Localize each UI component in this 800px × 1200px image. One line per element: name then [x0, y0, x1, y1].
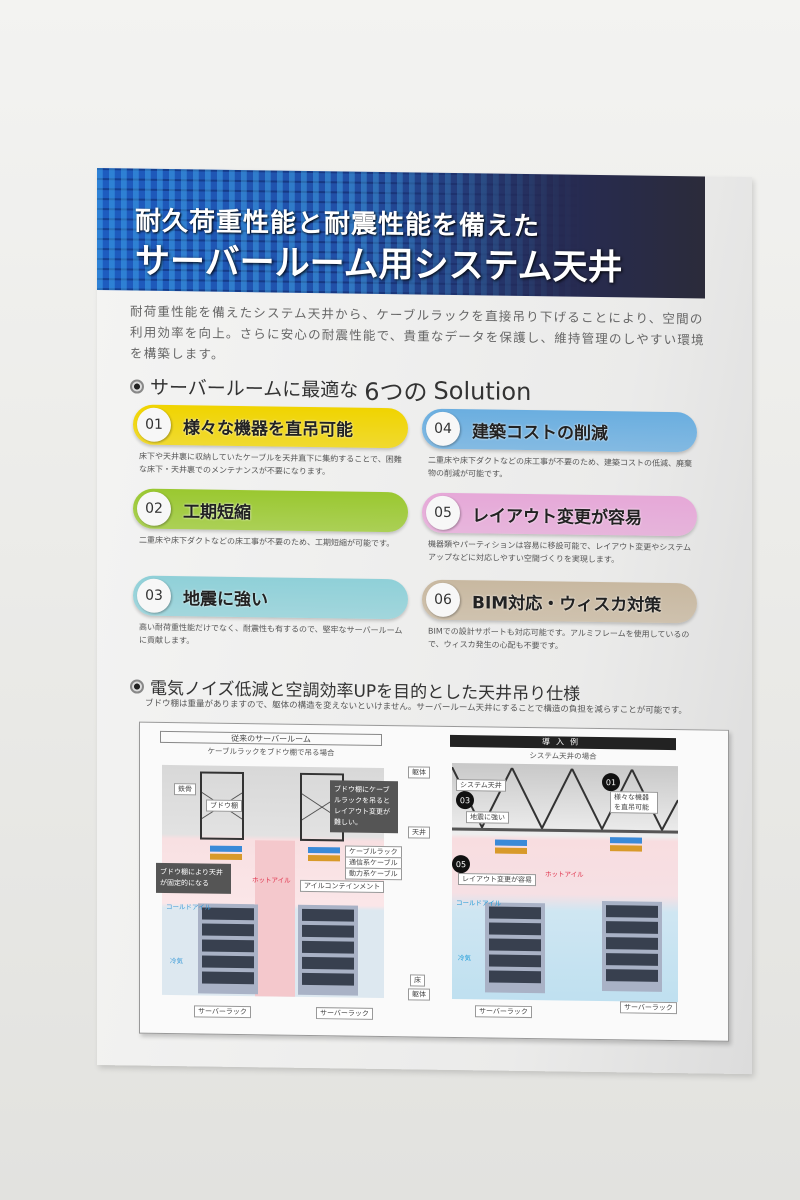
label-structure: 躯体	[408, 766, 430, 779]
section2-desc: ブドウ棚は重量がありますので、躯体の構造を変えないといけません。サーバールーム天…	[145, 698, 687, 717]
comm-cable-tray	[210, 845, 242, 853]
comm-cable-tray	[308, 846, 340, 854]
solution-06: 06 BIM対応・ウィスカ対策	[422, 579, 697, 624]
solution-title: 地震に強い	[183, 588, 268, 610]
comm-cable-tray	[610, 837, 642, 844]
left-subtitle: ケーブルラックをブドウ棚で吊る場合	[207, 746, 335, 758]
label-floor: 床	[410, 974, 425, 987]
label-cold: コールドアイル	[456, 899, 502, 908]
power-cable-tray	[610, 845, 642, 852]
solution-number: 03	[137, 578, 171, 614]
header-title: サーバールーム用システム天井	[135, 241, 623, 289]
comm-cable-tray	[495, 839, 527, 847]
note-ceiling: ブドウ棚により天井が固定的になる	[156, 862, 231, 894]
heading-count: 6つの	[364, 377, 428, 407]
label-containment: アイルコンテインメント	[300, 879, 385, 894]
label-rack: サーバーラック	[620, 1001, 677, 1015]
label-system-ceiling: システム天井	[456, 779, 506, 792]
comparison-diagram: 従来のサーバールーム ケーブルラックをブドウ棚で吊る場合 鉄骨 ブドウ棚 ブドウ…	[139, 721, 729, 1042]
note-earthquake: 地震に強い	[466, 811, 509, 824]
note-layout-change: レイアウト変更が容易	[458, 873, 536, 887]
right-subtitle: システム天井の場合	[529, 751, 597, 761]
solution-desc: 機器類やパーティションは容易に移設可能で、レイアウト変更やシステムアップなどに対…	[428, 539, 691, 565]
solution-title: BIM対応・ウィスカ対策	[472, 592, 662, 616]
label-power-cable: 動力系ケーブル	[345, 867, 402, 881]
solution-desc: BIMでの設計サポートも対応可能です。アルミフレームを使用しているので、ウィスカ…	[428, 626, 690, 651]
intro-text: 耐荷重性能を備えたシステム天井から、ケーブルラックを直接吊り下げることにより、空…	[130, 303, 705, 362]
power-cable-tray	[495, 847, 527, 855]
label-beam: 鉄骨	[174, 783, 196, 796]
power-cable-tray	[308, 854, 340, 862]
server-rack	[602, 901, 662, 992]
solution-title: レイアウト変更が容易	[472, 505, 642, 529]
server-rack	[485, 902, 545, 994]
solution-title: 工期短縮	[183, 501, 251, 523]
left-title: 従来のサーバールーム	[160, 730, 382, 746]
server-rack	[198, 903, 258, 995]
heading-prefix: サーバールームに最適な	[150, 376, 359, 402]
solution-number: 05	[426, 495, 460, 531]
badge-05: 05	[452, 854, 470, 874]
solution-desc: 高い耐荷重性能だけでなく、耐震性も有するので、堅牢なサーバールームに貢献します。	[139, 622, 403, 646]
label-air: 冷気	[170, 957, 183, 966]
solution-title: 建築コストの削減	[472, 421, 608, 444]
solution-title: 様々な機器を直吊可能	[183, 417, 353, 441]
label-grape: ブドウ棚	[206, 799, 242, 813]
label-structure2: 躯体	[408, 988, 430, 1001]
label-rack: サーバーラック	[316, 1007, 373, 1020]
solution-01: 01 様々な機器を直吊可能	[133, 404, 408, 449]
poster: 耐久荷重性能と耐震性能を備えた サーバールーム用システム天井 耐荷重性能を備えた…	[97, 168, 752, 1075]
label-hot: ホットアイル	[545, 870, 584, 879]
label-hot: ホットアイル	[252, 876, 291, 885]
badge-03: 03	[456, 791, 474, 810]
solution-number: 06	[426, 582, 460, 618]
solutions-heading: サーバールームに最適な 6つの Solution	[130, 368, 531, 409]
label-rack: サーバーラック	[475, 1005, 532, 1019]
solution-desc: 二重床や床下ダクトなどの床工事が不要のため、工期短縮が可能です。	[139, 535, 395, 549]
solution-desc: 床下や天井裏に収納していたケーブルを天井直下に集約することで、困難な床下・天井裏…	[139, 451, 402, 477]
solution-03: 03 地震に強い	[133, 575, 408, 620]
note-layout: ブドウ棚にケーブルラックを吊るとレイアウト変更が難しい。	[330, 780, 398, 834]
poster-header: 耐久荷重性能と耐震性能を備えた サーバールーム用システム天井	[97, 168, 705, 299]
solution-number: 01	[137, 407, 171, 443]
heading-solution: Solution	[433, 376, 532, 406]
solution-desc: 二重床や床下ダクトなどの床工事が不要のため、建築コストの低減、廃棄物の削減が可能…	[428, 455, 692, 479]
bullet-icon	[130, 678, 144, 694]
solution-05: 05 レイアウト変更が容易	[422, 492, 697, 537]
label-ceiling: 天井	[408, 826, 430, 839]
power-cable-tray	[210, 853, 242, 861]
solution-number: 04	[426, 411, 460, 447]
badge-01: 01	[602, 773, 620, 792]
note-hang: 様々な機器を直吊可能	[610, 791, 658, 814]
label-cold: コールドアイル	[166, 902, 212, 912]
hot-aisle	[255, 840, 295, 997]
solution-02: 02 工期短縮	[133, 488, 408, 533]
solution-number: 02	[137, 491, 171, 527]
label-rack: サーバーラック	[194, 1005, 251, 1019]
solution-04: 04 建築コストの削減	[422, 408, 697, 453]
bullet-icon	[130, 378, 144, 394]
label-air: 冷気	[458, 954, 471, 963]
right-banner: 導入例	[450, 734, 676, 751]
server-rack	[298, 904, 358, 996]
